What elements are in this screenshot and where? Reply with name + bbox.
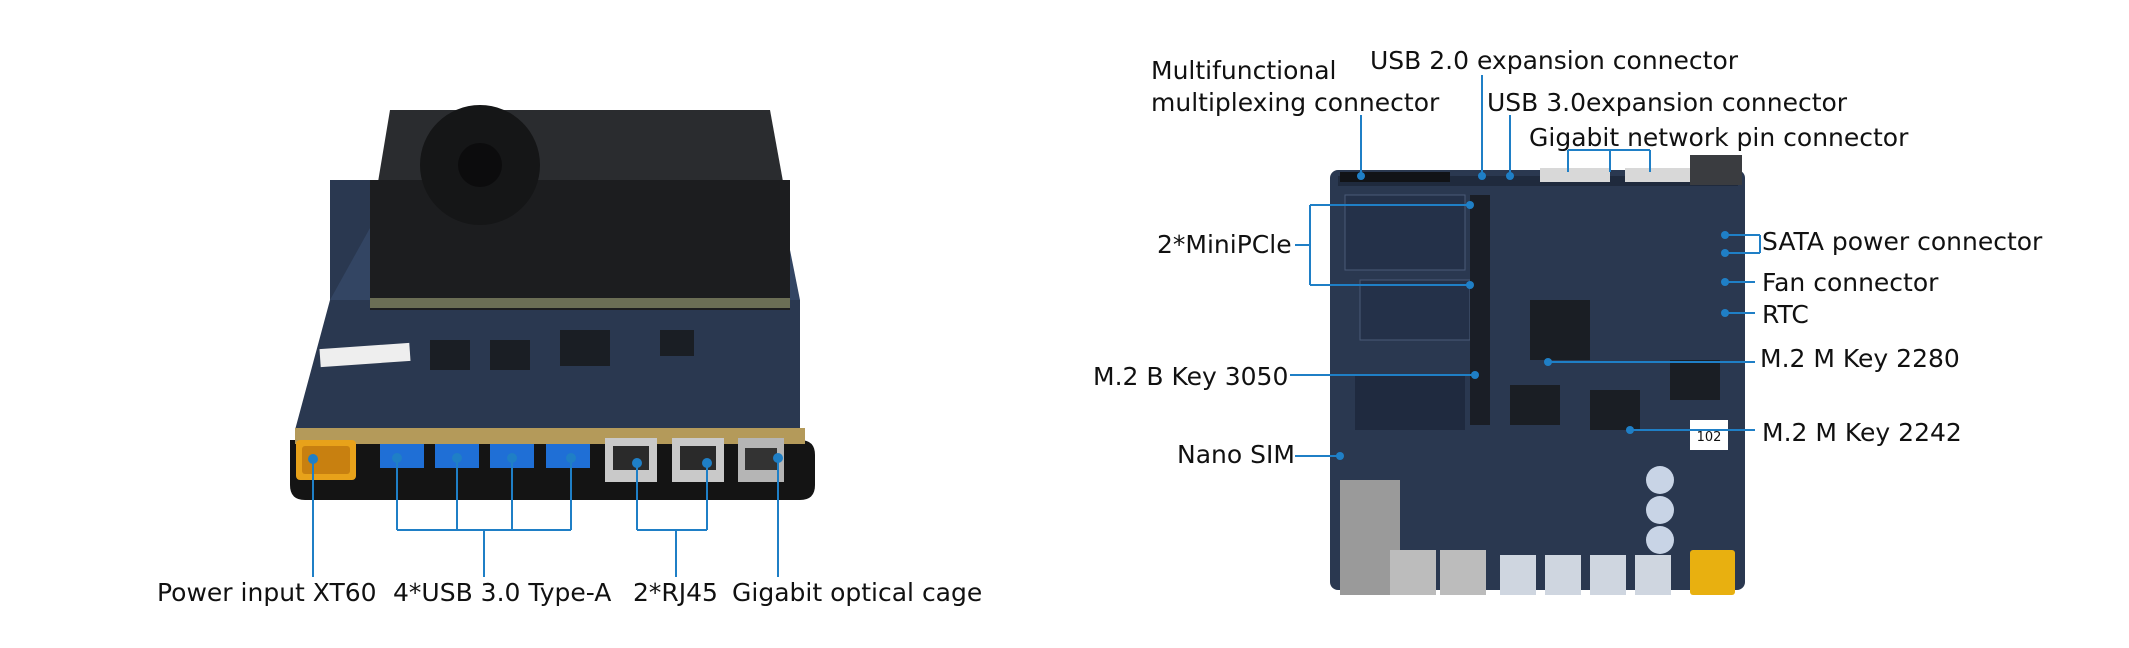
label-usb-ports: 4*USB 3.0 Type-A [393, 578, 612, 607]
component [560, 330, 610, 366]
board [1330, 170, 1745, 590]
label-minipcie: 2*MiniPCle [1157, 230, 1292, 259]
label-m2-m-2242: M.2 M Key 2242 [1762, 418, 1962, 447]
fan-grill [420, 105, 540, 225]
component [490, 340, 530, 370]
label-power-input: Power input XT60 [157, 578, 377, 607]
sata-socket [1690, 155, 1742, 185]
m2-connector [1470, 195, 1490, 425]
usb-port [1545, 555, 1581, 595]
left-leaders [308, 453, 783, 577]
minipcie-slot [1359, 279, 1471, 341]
rj45-port [1440, 550, 1486, 595]
pin-header [1340, 172, 1450, 182]
pin-connector [1540, 168, 1610, 182]
component [430, 340, 470, 370]
capacitor [1646, 496, 1674, 524]
pcb-edge [295, 428, 805, 444]
usb-port [380, 444, 424, 468]
assembled-unit [290, 105, 815, 500]
label-m2-b-3050: M.2 B Key 3050 [1093, 362, 1289, 391]
usb-port [1635, 555, 1671, 595]
soc-chip [1530, 300, 1590, 360]
label-gigabit-pin-connector: Gigabit network pin connector [1529, 123, 1909, 152]
label-rtc: RTC [1762, 300, 1809, 329]
capacitor [1646, 466, 1674, 494]
label-nano-sim: Nano SIM [1177, 440, 1295, 469]
minipcie-slot [1344, 194, 1466, 271]
main-pcb [295, 300, 800, 430]
board-sticker [319, 342, 411, 368]
rj45-port [1390, 550, 1436, 595]
usb-port [1500, 555, 1536, 595]
label-m2-m-2280: M.2 M Key 2280 [1760, 344, 1960, 373]
label-multifunctional-line2: multiplexing connector [1151, 88, 1440, 117]
chip-label [1690, 420, 1728, 450]
label-rj45: 2*RJ45 [633, 578, 718, 607]
component [660, 330, 694, 356]
label-usb3-connector: USB 3.0expansion connector [1487, 88, 1848, 117]
pin-connector [1625, 168, 1695, 182]
svg-text:102: 102 [1697, 430, 1722, 445]
right-leaders [1290, 75, 1761, 460]
usb-port [1590, 555, 1626, 595]
m2-slot [1355, 375, 1465, 430]
label-multifunctional-line1: Multifunctional [1151, 56, 1337, 85]
label-optical-cage: Gigabit optical cage [732, 578, 983, 607]
label-sata-power: SATA power connector [1762, 227, 2043, 256]
xt60-port [1690, 550, 1735, 595]
label-fan-connector: Fan connector [1762, 268, 1939, 297]
label-usb2-connector: USB 2.0 expansion connector [1370, 46, 1739, 75]
capacitor [1646, 526, 1674, 554]
bare-board: 102 [1330, 155, 1745, 595]
